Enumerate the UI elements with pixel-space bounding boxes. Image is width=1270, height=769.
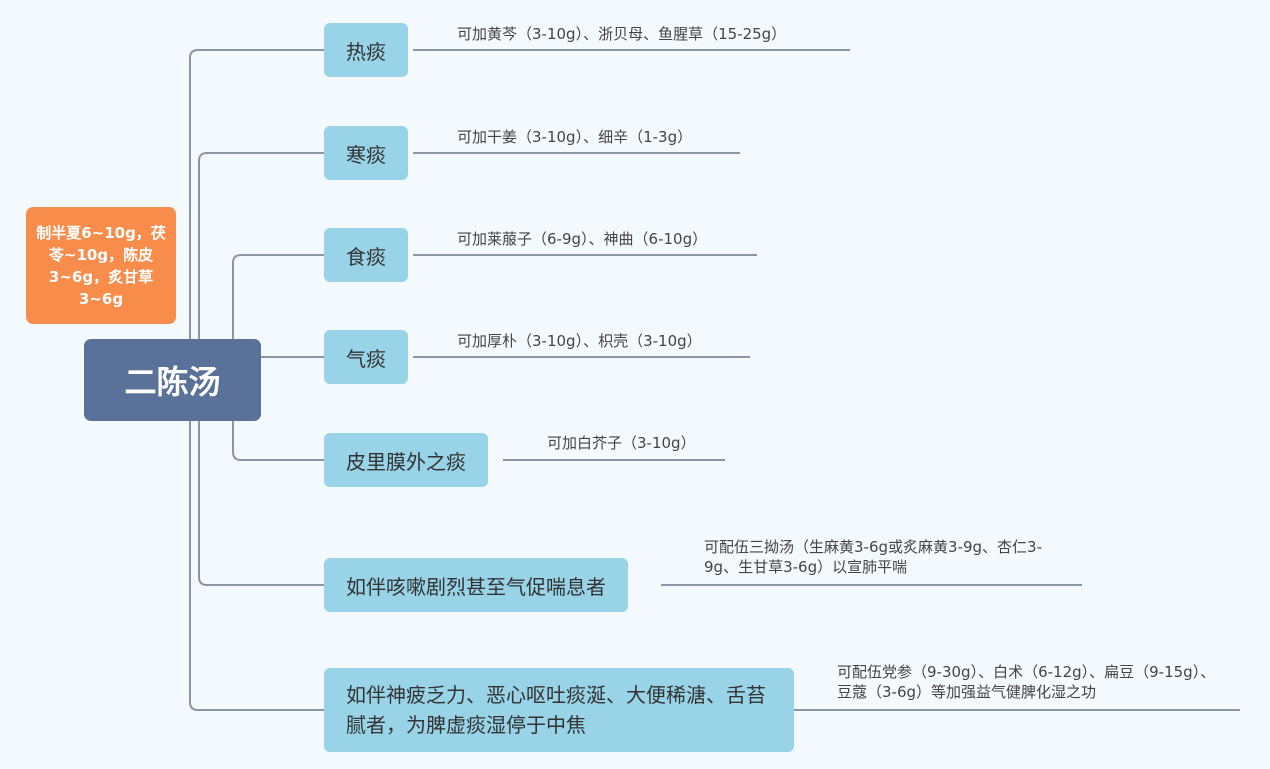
note-spleen-deficiency: 可配伍党参（9-30g）、白术（6-12g）、扁豆（9-15g）、豆蔻（3-6g… — [837, 663, 1216, 701]
ingredients-note: 制半夏6~10g，茯苓~10g，陈皮3~6g，炙甘草3~6g — [26, 207, 176, 324]
note-cough: 可配伍三拗汤（生麻黄3-6g或炙麻黄3-9g、杏仁3-9g、生甘草3-6g）以宣… — [704, 538, 1042, 576]
branch-qi-phlegm[interactable]: 气痰 — [324, 330, 408, 384]
note-subcutaneous-phlegm: 可加白芥子（3-10g） — [547, 434, 696, 452]
branch-subcutaneous-phlegm[interactable]: 皮里膜外之痰 — [324, 433, 488, 487]
branch-hot-phlegm[interactable]: 热痰 — [324, 23, 408, 77]
note-cold-phlegm: 可加干姜（3-10g）、细辛（1-3g） — [457, 128, 693, 146]
root-node[interactable]: 二陈汤 — [84, 339, 261, 421]
branch-cold-phlegm[interactable]: 寒痰 — [324, 126, 408, 180]
note-qi-phlegm: 可加厚朴（3-10g）、枳壳（3-10g） — [457, 332, 702, 350]
branch-cough[interactable]: 如伴咳嗽剧烈甚至气促喘息者 — [324, 558, 628, 612]
branch-food-phlegm[interactable]: 食痰 — [324, 228, 408, 282]
branch-spleen-deficiency[interactable]: 如伴神疲乏力、恶心呕吐痰涎、大便稀溏、舌苔腻者，为脾虚痰湿停于中焦 — [324, 668, 794, 752]
note-food-phlegm: 可加莱菔子（6-9g）、神曲（6-10g） — [457, 230, 708, 248]
note-hot-phlegm: 可加黄芩（3-10g）、浙贝母、鱼腥草（15-25g） — [457, 25, 787, 43]
